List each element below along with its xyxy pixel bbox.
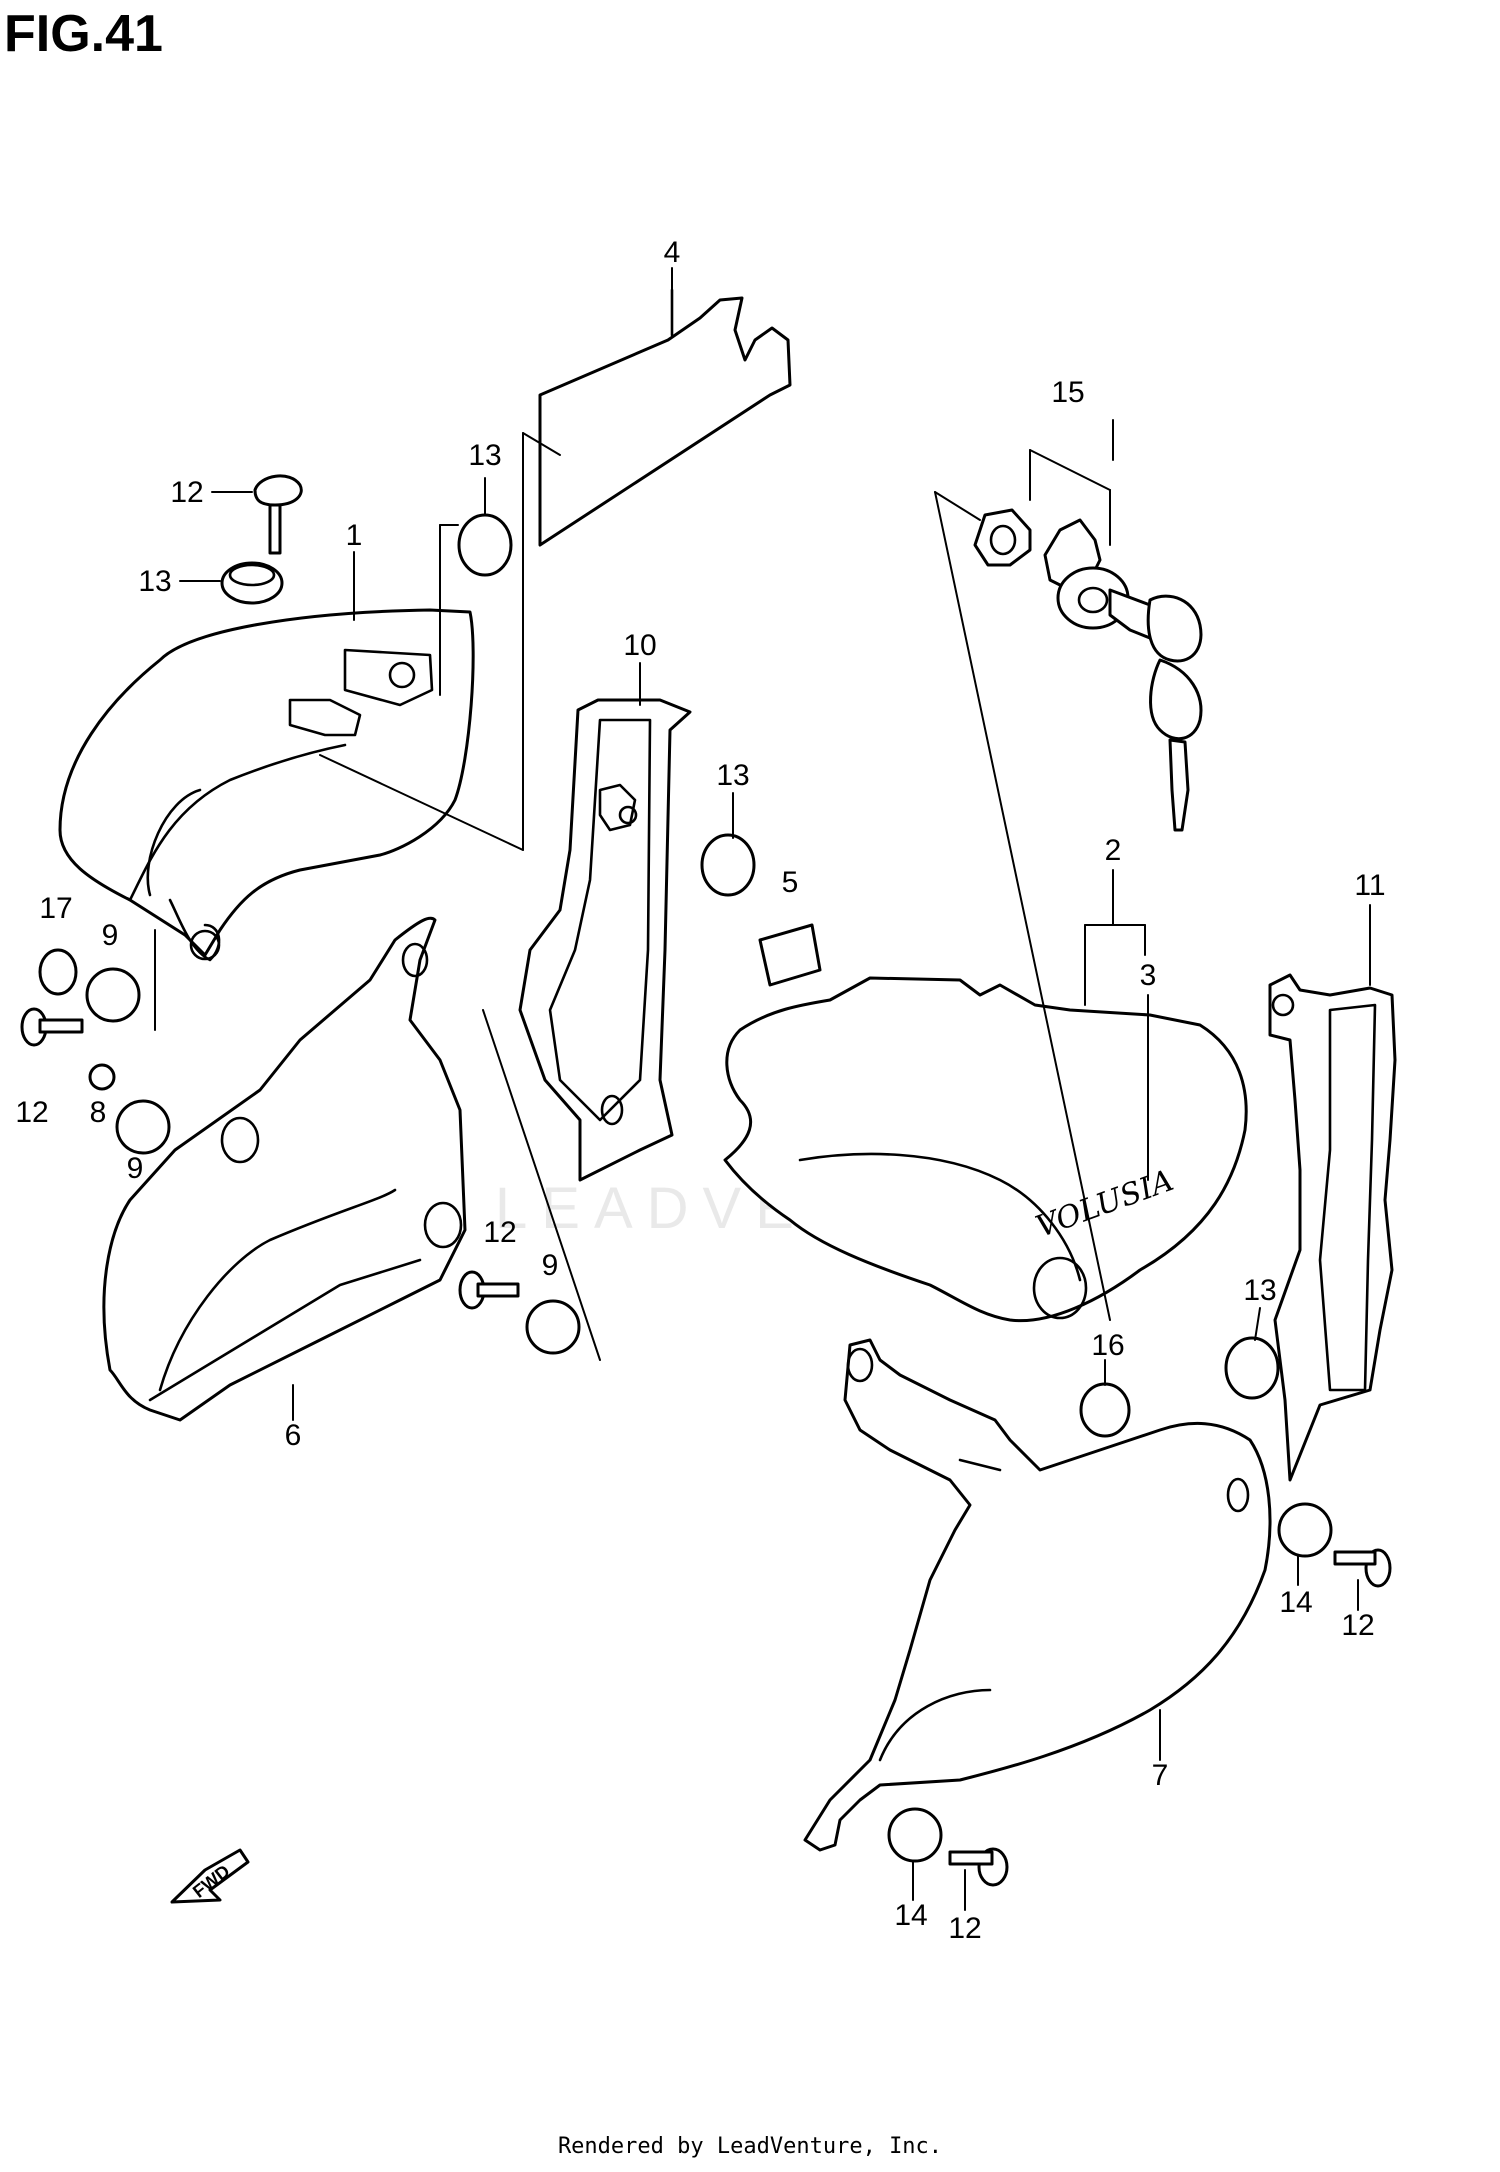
footer-credit: Rendered by LeadVenture, Inc.	[557, 2134, 943, 2159]
callout-7: 7	[1152, 1759, 1169, 1792]
part-13-grommet-b[interactable]	[457, 513, 513, 577]
callout-12e: 12	[948, 1912, 981, 1945]
callout-9c: 9	[542, 1249, 559, 1282]
callout-6: 6	[285, 1419, 302, 1452]
callout-4: 4	[664, 236, 681, 269]
callout-16: 16	[1091, 1329, 1124, 1362]
reference-lines	[154, 432, 1146, 1361]
callout-13b: 13	[468, 439, 501, 472]
part-12-bolt-center[interactable]	[458, 1270, 520, 1310]
callout-9a: 9	[102, 919, 119, 952]
part-12-bolt-right[interactable]	[1333, 1548, 1392, 1588]
callout-13a: 13	[138, 565, 171, 598]
part-13-grommet-c[interactable]	[700, 833, 756, 897]
callout-17: 17	[39, 892, 72, 925]
callout-13c: 13	[716, 759, 749, 792]
callout-10: 10	[623, 629, 656, 662]
part-7-right-side-cover[interactable]	[803, 1338, 1272, 1852]
part-14-grommet-a[interactable]	[1277, 1502, 1333, 1558]
part-15-lock-set[interactable]	[973, 508, 1203, 832]
callout-9b: 9	[127, 1152, 144, 1185]
part-11-right-bracket[interactable]	[1268, 973, 1397, 1482]
callout-12c: 12	[483, 1216, 516, 1249]
part-5-label[interactable]	[758, 923, 822, 987]
part-2-right-cover[interactable]: VOLUSIA	[723, 976, 1248, 1323]
figure-title: FIG.41	[4, 5, 163, 63]
part-17-cap[interactable]	[38, 948, 78, 996]
callout-14b: 14	[894, 1899, 927, 1932]
part-4-panel[interactable]	[538, 288, 792, 547]
callout-1: 1	[346, 519, 363, 552]
callout-15: 15	[1051, 376, 1084, 409]
leader-lines	[179, 267, 1371, 1911]
part-9-grommet-c[interactable]	[525, 1299, 581, 1355]
part-12-bolt-bottom[interactable]	[948, 1847, 1009, 1887]
callout-5: 5	[782, 866, 799, 899]
part-16-grommet[interactable]	[1079, 1382, 1131, 1438]
part-8-washer[interactable]	[88, 1063, 116, 1091]
callout-12d: 12	[1341, 1609, 1374, 1642]
fwd-direction-arrow-icon: FWD	[170, 1848, 250, 1904]
part-9-grommet-b[interactable]	[115, 1099, 171, 1155]
callout-14a: 14	[1279, 1586, 1312, 1619]
callout-12a: 12	[170, 476, 203, 509]
part-14-grommet-b[interactable]	[887, 1807, 943, 1863]
part-12-bolt-top[interactable]	[253, 474, 303, 555]
part-1-left-cover[interactable]	[58, 608, 475, 962]
callout-3: 3	[1140, 959, 1157, 992]
part-13-grommet-a[interactable]	[220, 561, 284, 605]
part-12-bolt-left[interactable]	[20, 1007, 84, 1047]
callout-12b: 12	[15, 1096, 48, 1129]
callout-2: 2	[1105, 834, 1122, 867]
callout-8: 8	[90, 1096, 107, 1129]
callout-11: 11	[1354, 869, 1385, 902]
callout-13d: 13	[1243, 1274, 1276, 1307]
part-9-grommet-a[interactable]	[85, 967, 141, 1023]
part-10-left-bracket[interactable]	[518, 698, 692, 1182]
part-6-left-side-cover[interactable]	[102, 916, 467, 1422]
part-13-grommet-d[interactable]	[1224, 1336, 1280, 1400]
